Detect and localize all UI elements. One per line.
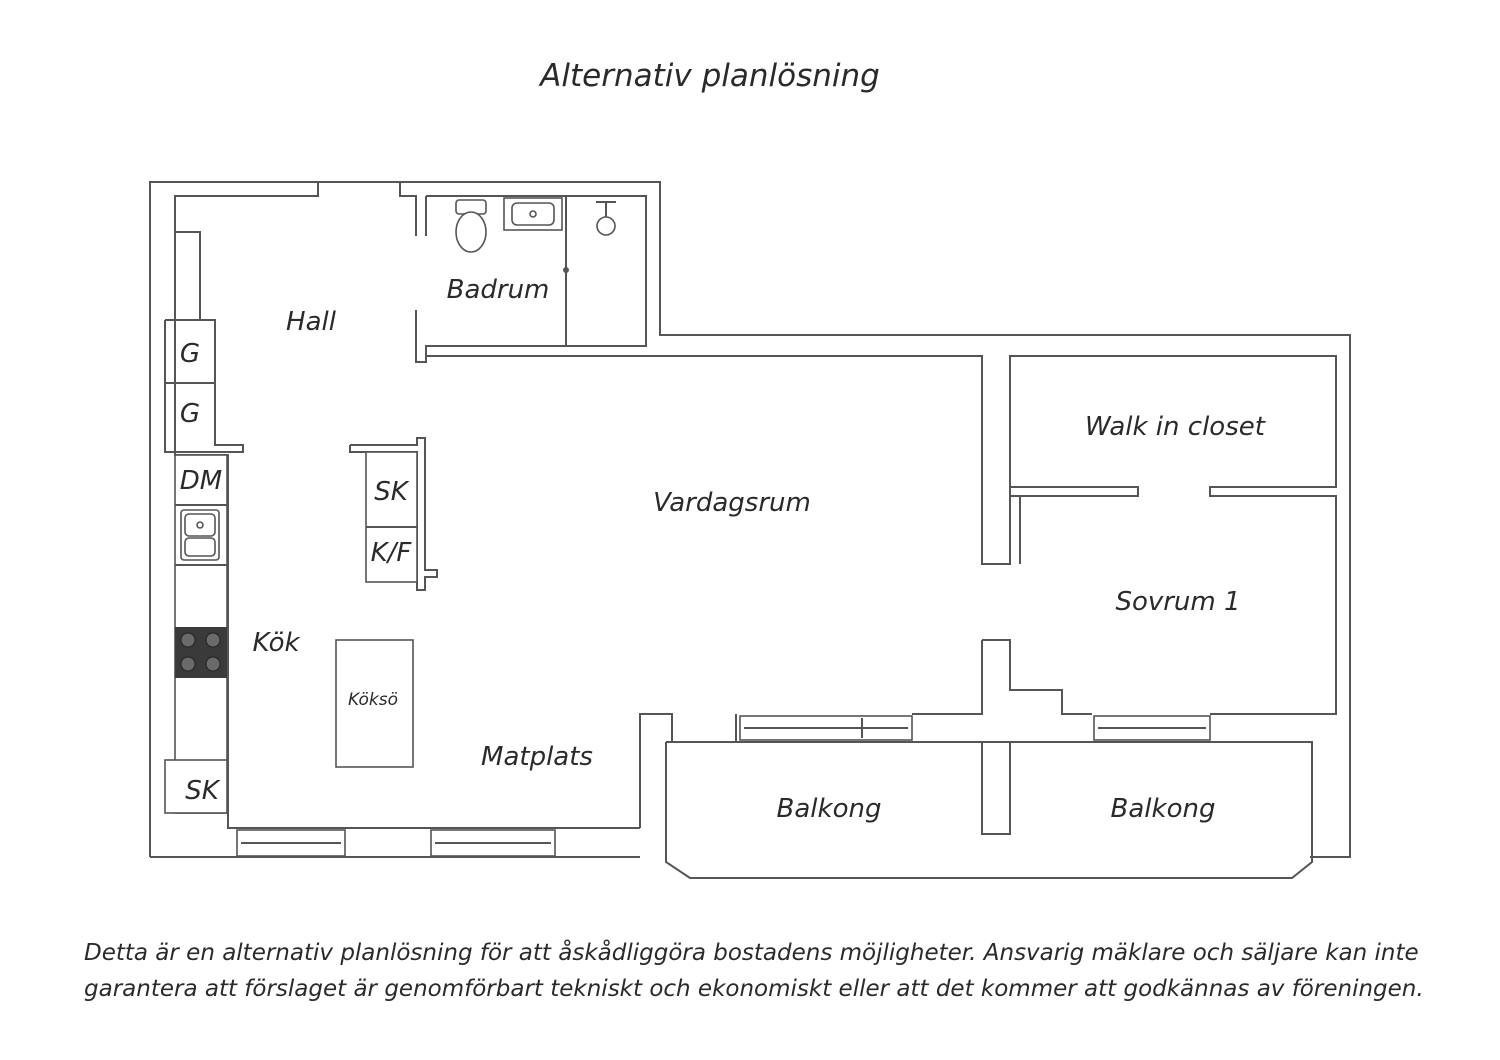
sink-icon [503, 197, 563, 231]
fixture-kf: K/F [371, 538, 413, 568]
fixture-dm: DM [180, 466, 222, 496]
outer-walls [149, 181, 1351, 879]
room-vardagsrum: Vardagsrum [653, 488, 811, 518]
fixture-g-lower: G [180, 399, 200, 429]
fixture-sk-lower: SK [185, 776, 221, 806]
kitchen-island [335, 639, 414, 768]
room-balkong-left: Balkong [777, 794, 882, 824]
fixture-sk-upper: SK [374, 477, 410, 507]
toilet-icon [455, 199, 487, 253]
fixture-g-upper: G [180, 339, 200, 369]
room-walk-in-closet: Walk in closet [1085, 412, 1266, 442]
kitchen-sink-icon [180, 509, 220, 561]
room-badrum: Badrum [447, 275, 550, 305]
disclaimer-line-1: Detta är en alternativ planlösning för a… [84, 940, 1419, 966]
room-sovrum: Sovrum 1 [1115, 587, 1240, 617]
disclaimer-text: Detta är en alternativ planlösning för a… [84, 935, 1444, 1007]
room-kok: Kök [252, 628, 300, 658]
room-matplats: Matplats [481, 742, 593, 772]
disclaimer-line-2: garantera att förslaget är genomförbart … [84, 976, 1424, 1002]
tall-cabinet-block [349, 437, 438, 591]
room-hall: Hall [286, 307, 337, 337]
room-balkong-right: Balkong [1111, 794, 1216, 824]
room-koksoe: Köksö [348, 690, 398, 710]
windows [236, 715, 1211, 857]
bathroom-fixtures [455, 196, 616, 346]
page-title: Alternativ planlösning [540, 58, 880, 94]
stove-icon [175, 627, 227, 678]
shower-icon [563, 196, 616, 346]
